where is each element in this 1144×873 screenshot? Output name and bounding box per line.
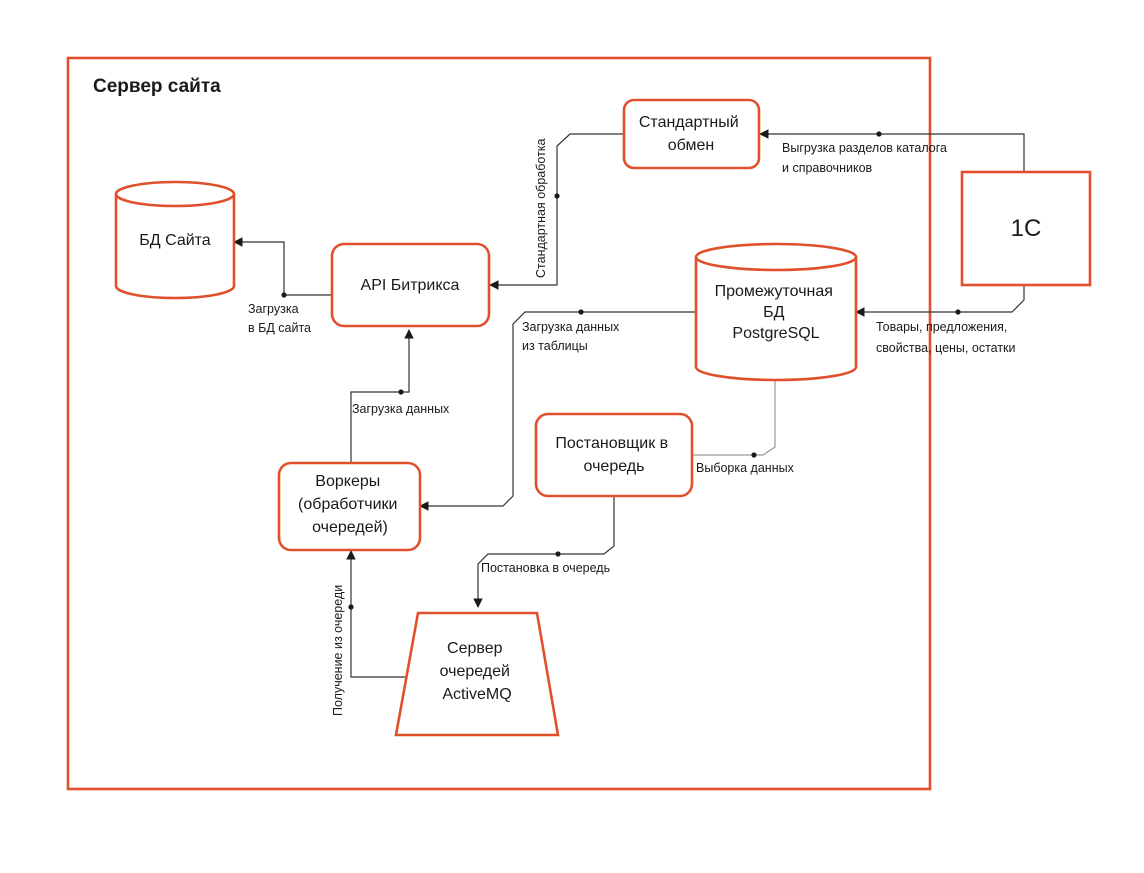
node-enqueuer[interactable]: Постановщик в очередь	[534, 412, 694, 498]
edge-label-onec-exchange: Выгрузка разделов каталога и справочнико…	[782, 141, 950, 175]
svg-text:Сервер очередей Ac: Сервер очередей ActiveMQ	[440, 640, 515, 703]
edge-label-enqueuer-mq: Постановка в очередь	[481, 561, 610, 575]
edge-enqueuer-to-mq: Постановка в очередь	[473, 496, 615, 608]
svg-text:API Битрикса: API Битрикса	[361, 277, 460, 294]
edge-label-postgres-workers: Загрузка данных из таблицы	[522, 320, 623, 353]
node-site-db[interactable]: БД Сайта	[114, 180, 236, 300]
edge-label-exchange-api: Стандартная обработка	[534, 138, 548, 278]
node-onec[interactable]: 1С	[960, 170, 1092, 287]
edge-exchange-to-api: Стандартная обработка	[489, 133, 623, 290]
edge-workers-to-api: Загрузка данных	[350, 329, 450, 463]
node-workers[interactable]: Воркеры (обработчики очередей)	[277, 461, 422, 552]
container-title: Сервер сайта	[93, 76, 221, 97]
svg-text:Промежуточная БД P: Промежуточная БД PostgreSQL	[715, 283, 838, 342]
svg-text:БД Сайта: БД Сайта	[139, 232, 211, 249]
node-activemq[interactable]: Сервер очередей ActiveMQ	[394, 611, 560, 737]
edge-mq-to-workers: Получение из очереди	[331, 550, 407, 716]
edge-onec-to-exchange: Выгрузка разделов каталога и справочнико…	[759, 129, 1025, 175]
edge-postgres-to-workers: Загрузка данных из таблицы	[419, 309, 696, 511]
edge-label-api-db: Загрузка в БД сайта	[248, 302, 311, 335]
svg-text:Стандартный обмен: Стандартный обмен	[639, 114, 743, 154]
svg-text:Постановщик в очередь: Постановщик в очередь	[555, 435, 672, 475]
edge-label-mq-workers: Получение из очереди	[331, 585, 345, 716]
svg-text:1С: 1С	[1011, 215, 1042, 242]
node-postgres-db[interactable]: Промежуточная БД PostgreSQL	[694, 242, 858, 382]
node-standard-exchange[interactable]: Стандартный обмен	[622, 98, 761, 170]
edge-label-workers-api: Загрузка данных	[352, 402, 450, 416]
edge-onec-to-postgres: Товары, предложения, свойства, цены, ост…	[855, 285, 1025, 355]
edge-label-postgres-enqueuer: Выборка данных	[696, 461, 795, 475]
site-server-container	[66, 56, 932, 791]
svg-text:Воркеры (обработчики: Воркеры (обработчики очередей)	[298, 473, 402, 536]
edge-label-onec-postgres: Товары, предложения, свойства, цены, ост…	[876, 320, 1016, 355]
edge-api-to-db: Загрузка в БД сайта	[233, 237, 332, 335]
node-bitrix-api[interactable]: API Битрикса	[330, 242, 491, 328]
edge-postgres-to-enqueuer: Выборка данных	[692, 380, 795, 475]
